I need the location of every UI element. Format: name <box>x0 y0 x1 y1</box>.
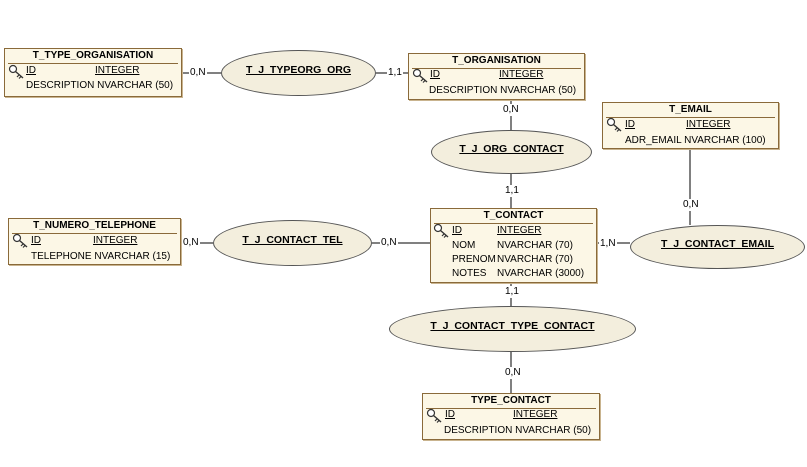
adr-email-attr: ADR_EMAIL NVARCHAR (100) <box>625 135 766 146</box>
notes-label: NOTES <box>452 268 487 279</box>
cardinality-org-contact-top: 0,N <box>502 104 520 116</box>
primary-key-icon <box>8 64 24 79</box>
cardinality-typeorg-right: 1,1 <box>387 67 403 79</box>
relation-t-j-org-contact[interactable]: T_J_ORG_CONTACT <box>431 130 592 174</box>
cardinality-tel-right: 0,N <box>380 237 398 249</box>
entity-t-organisation[interactable]: T_ORGANISATION ID INTEGER DESCRIPTION NV… <box>408 53 585 100</box>
telephone-attr: TELEPHONE NVARCHAR (15) <box>31 251 171 262</box>
entity-title: T_NUMERO_TELEPHONE <box>12 219 177 234</box>
prenom-type: NVARCHAR (70) <box>497 254 573 265</box>
id-label: ID <box>445 409 455 420</box>
cardinality-type-top: 1,1 <box>504 286 520 298</box>
nom-type: NVARCHAR (70) <box>497 240 573 251</box>
relation-label: T_J_TYPEORG_ORG <box>245 64 352 76</box>
primary-key-icon <box>606 117 622 132</box>
relation-label: T_J_CONTACT_TYPE_CONTACT <box>430 320 595 332</box>
entity-title: TYPE_CONTACT <box>426 394 596 409</box>
notes-type: NVARCHAR (3000) <box>497 268 585 279</box>
relation-t-j-contact-tel[interactable]: T_J_CONTACT_TEL <box>213 220 372 266</box>
entity-title: T_ORGANISATION <box>412 54 581 69</box>
id-label: ID <box>430 69 440 80</box>
relation-t-j-typeorg-org[interactable]: T_J_TYPEORG_ORG <box>221 50 376 96</box>
cardinality-org-contact-bottom: 1,1 <box>504 185 520 197</box>
id-type: INTEGER <box>497 225 542 236</box>
entity-t-email[interactable]: T_EMAIL ID INTEGER ADR_EMAIL NVARCHAR (1… <box>602 102 779 149</box>
relation-t-j-contact-email[interactable]: T_J_CONTACT_EMAIL <box>630 225 805 269</box>
entity-title: T_EMAIL <box>606 103 775 118</box>
id-type: INTEGER <box>499 69 544 80</box>
primary-key-icon <box>433 223 449 238</box>
id-type: INTEGER <box>513 409 558 420</box>
description-attr: DESCRIPTION NVARCHAR (50) <box>444 425 592 436</box>
description-attr: DESCRIPTION NVARCHAR (50) <box>429 85 577 96</box>
id-label: ID <box>31 235 41 246</box>
prenom-label: PRENOM <box>452 254 496 265</box>
id-label: ID <box>625 119 635 130</box>
entity-t-numero-telephone[interactable]: T_NUMERO_TELEPHONE ID INTEGER TELEPHONE … <box>8 218 181 265</box>
id-type: INTEGER <box>95 65 140 76</box>
id-type: INTEGER <box>93 235 138 246</box>
entity-title: T_TYPE_ORGANISATION <box>8 49 178 64</box>
cardinality-tel-left: 0,N <box>182 237 200 249</box>
primary-key-icon <box>412 68 428 83</box>
cardinality-type-bottom: 0,N <box>504 367 522 379</box>
primary-key-icon <box>12 233 28 248</box>
entity-t-type-organisation[interactable]: T_TYPE_ORGANISATION ID INTEGER DESCRIPTI… <box>4 48 182 97</box>
id-type: INTEGER <box>686 119 731 130</box>
cardinality-typeorg-left: 0,N <box>189 67 207 79</box>
relation-label: T_J_CONTACT_EMAIL <box>661 238 774 250</box>
entity-t-contact[interactable]: T_CONTACT ID INTEGER NOM NVARCHAR (70) P… <box>430 208 597 283</box>
entity-title: T_CONTACT <box>434 209 593 224</box>
cardinality-email-top: 0,N <box>682 199 700 211</box>
cardinality-email-left: 1,N <box>599 238 617 250</box>
primary-key-icon <box>426 408 442 423</box>
relation-label: T_J_CONTACT_TEL <box>242 234 343 246</box>
entity-type-contact[interactable]: TYPE_CONTACT ID INTEGER DESCRIPTION NVAR… <box>422 393 600 440</box>
relation-label: T_J_ORG_CONTACT <box>459 143 564 155</box>
description-attr: DESCRIPTION NVARCHAR (50) <box>26 80 174 91</box>
nom-label: NOM <box>452 240 476 251</box>
relation-t-j-contact-type-contact[interactable]: T_J_CONTACT_TYPE_CONTACT <box>389 306 636 352</box>
id-label: ID <box>452 225 462 236</box>
id-label: ID <box>26 65 36 76</box>
